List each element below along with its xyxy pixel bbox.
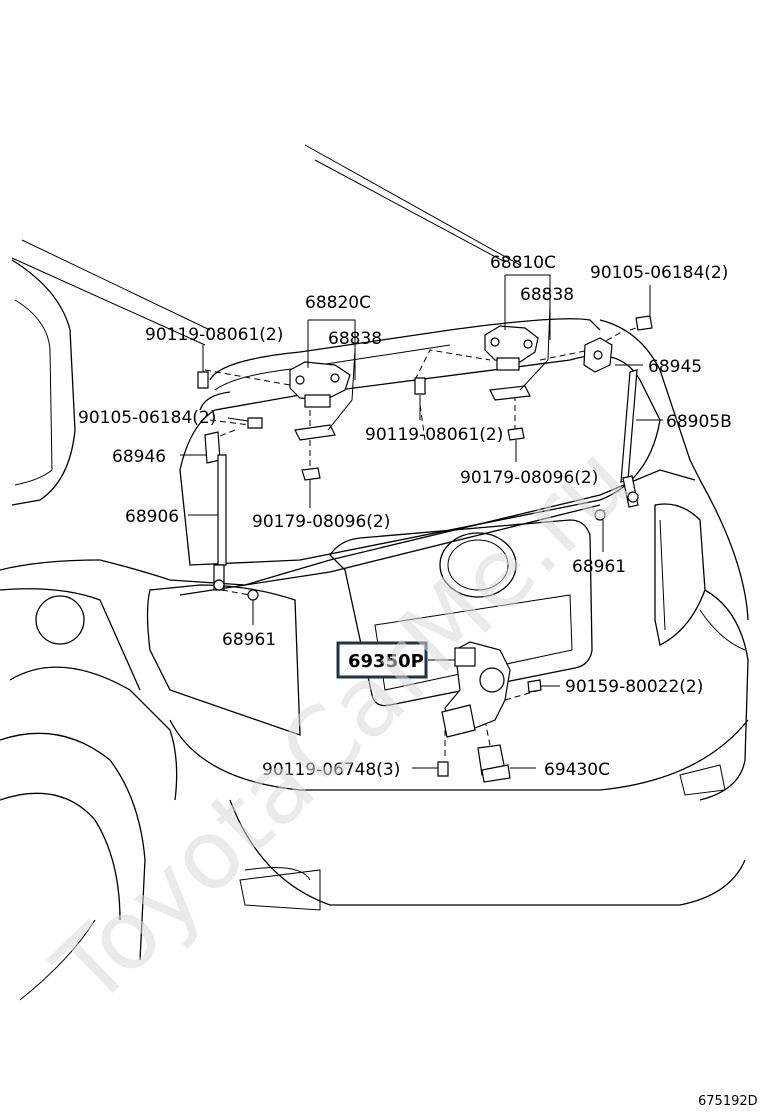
label-69350p-box bbox=[336, 641, 428, 679]
label-90119-center: 90119-08061(2) bbox=[365, 425, 503, 445]
label-90179-right: 90179-08096(2) bbox=[460, 468, 598, 488]
label-68945: 68945 bbox=[648, 357, 702, 377]
label-68905b: 68905B bbox=[666, 412, 732, 432]
label-90179-left: 90179-08096(2) bbox=[252, 512, 390, 532]
label-68810c: 68810C bbox=[490, 253, 556, 273]
label-68838-right: 68838 bbox=[520, 285, 574, 305]
label-90119-left: 90119-08061(2) bbox=[145, 325, 283, 345]
gas-strut-68906 bbox=[213, 454, 227, 591]
screws bbox=[437, 679, 542, 777]
bracket-68945 bbox=[583, 337, 613, 373]
part-labels: 68810C 68838 90105-06184(2) 68945 68905B… bbox=[78, 253, 732, 780]
leader-lines bbox=[180, 274, 663, 769]
hinge-left-68820c bbox=[289, 361, 351, 481]
bolts bbox=[197, 315, 653, 429]
hinge-right-68810c bbox=[484, 325, 539, 441]
lock-assembly-69350p bbox=[441, 641, 511, 738]
striker-69430c bbox=[477, 744, 511, 783]
label-68838-left: 68838 bbox=[328, 329, 382, 349]
diagram-code: 675192D bbox=[698, 1094, 758, 1109]
label-90105-left: 90105-06184(2) bbox=[78, 408, 216, 428]
label-68946: 68946 bbox=[112, 447, 166, 467]
label-68961-left: 68961 bbox=[222, 630, 276, 650]
label-69350p: 69350P bbox=[348, 651, 424, 672]
label-90119-bottom: 90119-06748(3) bbox=[262, 760, 400, 780]
clips-68961 bbox=[247, 509, 606, 601]
gas-strut-68905b bbox=[620, 369, 639, 508]
label-90105-right: 90105-06184(2) bbox=[590, 263, 728, 283]
label-68961-right: 68961 bbox=[572, 557, 626, 577]
label-68906: 68906 bbox=[125, 507, 179, 527]
label-69430c: 69430C bbox=[544, 760, 610, 780]
label-68820c: 68820C bbox=[305, 293, 371, 313]
label-90159: 90159-80022(2) bbox=[565, 677, 703, 697]
